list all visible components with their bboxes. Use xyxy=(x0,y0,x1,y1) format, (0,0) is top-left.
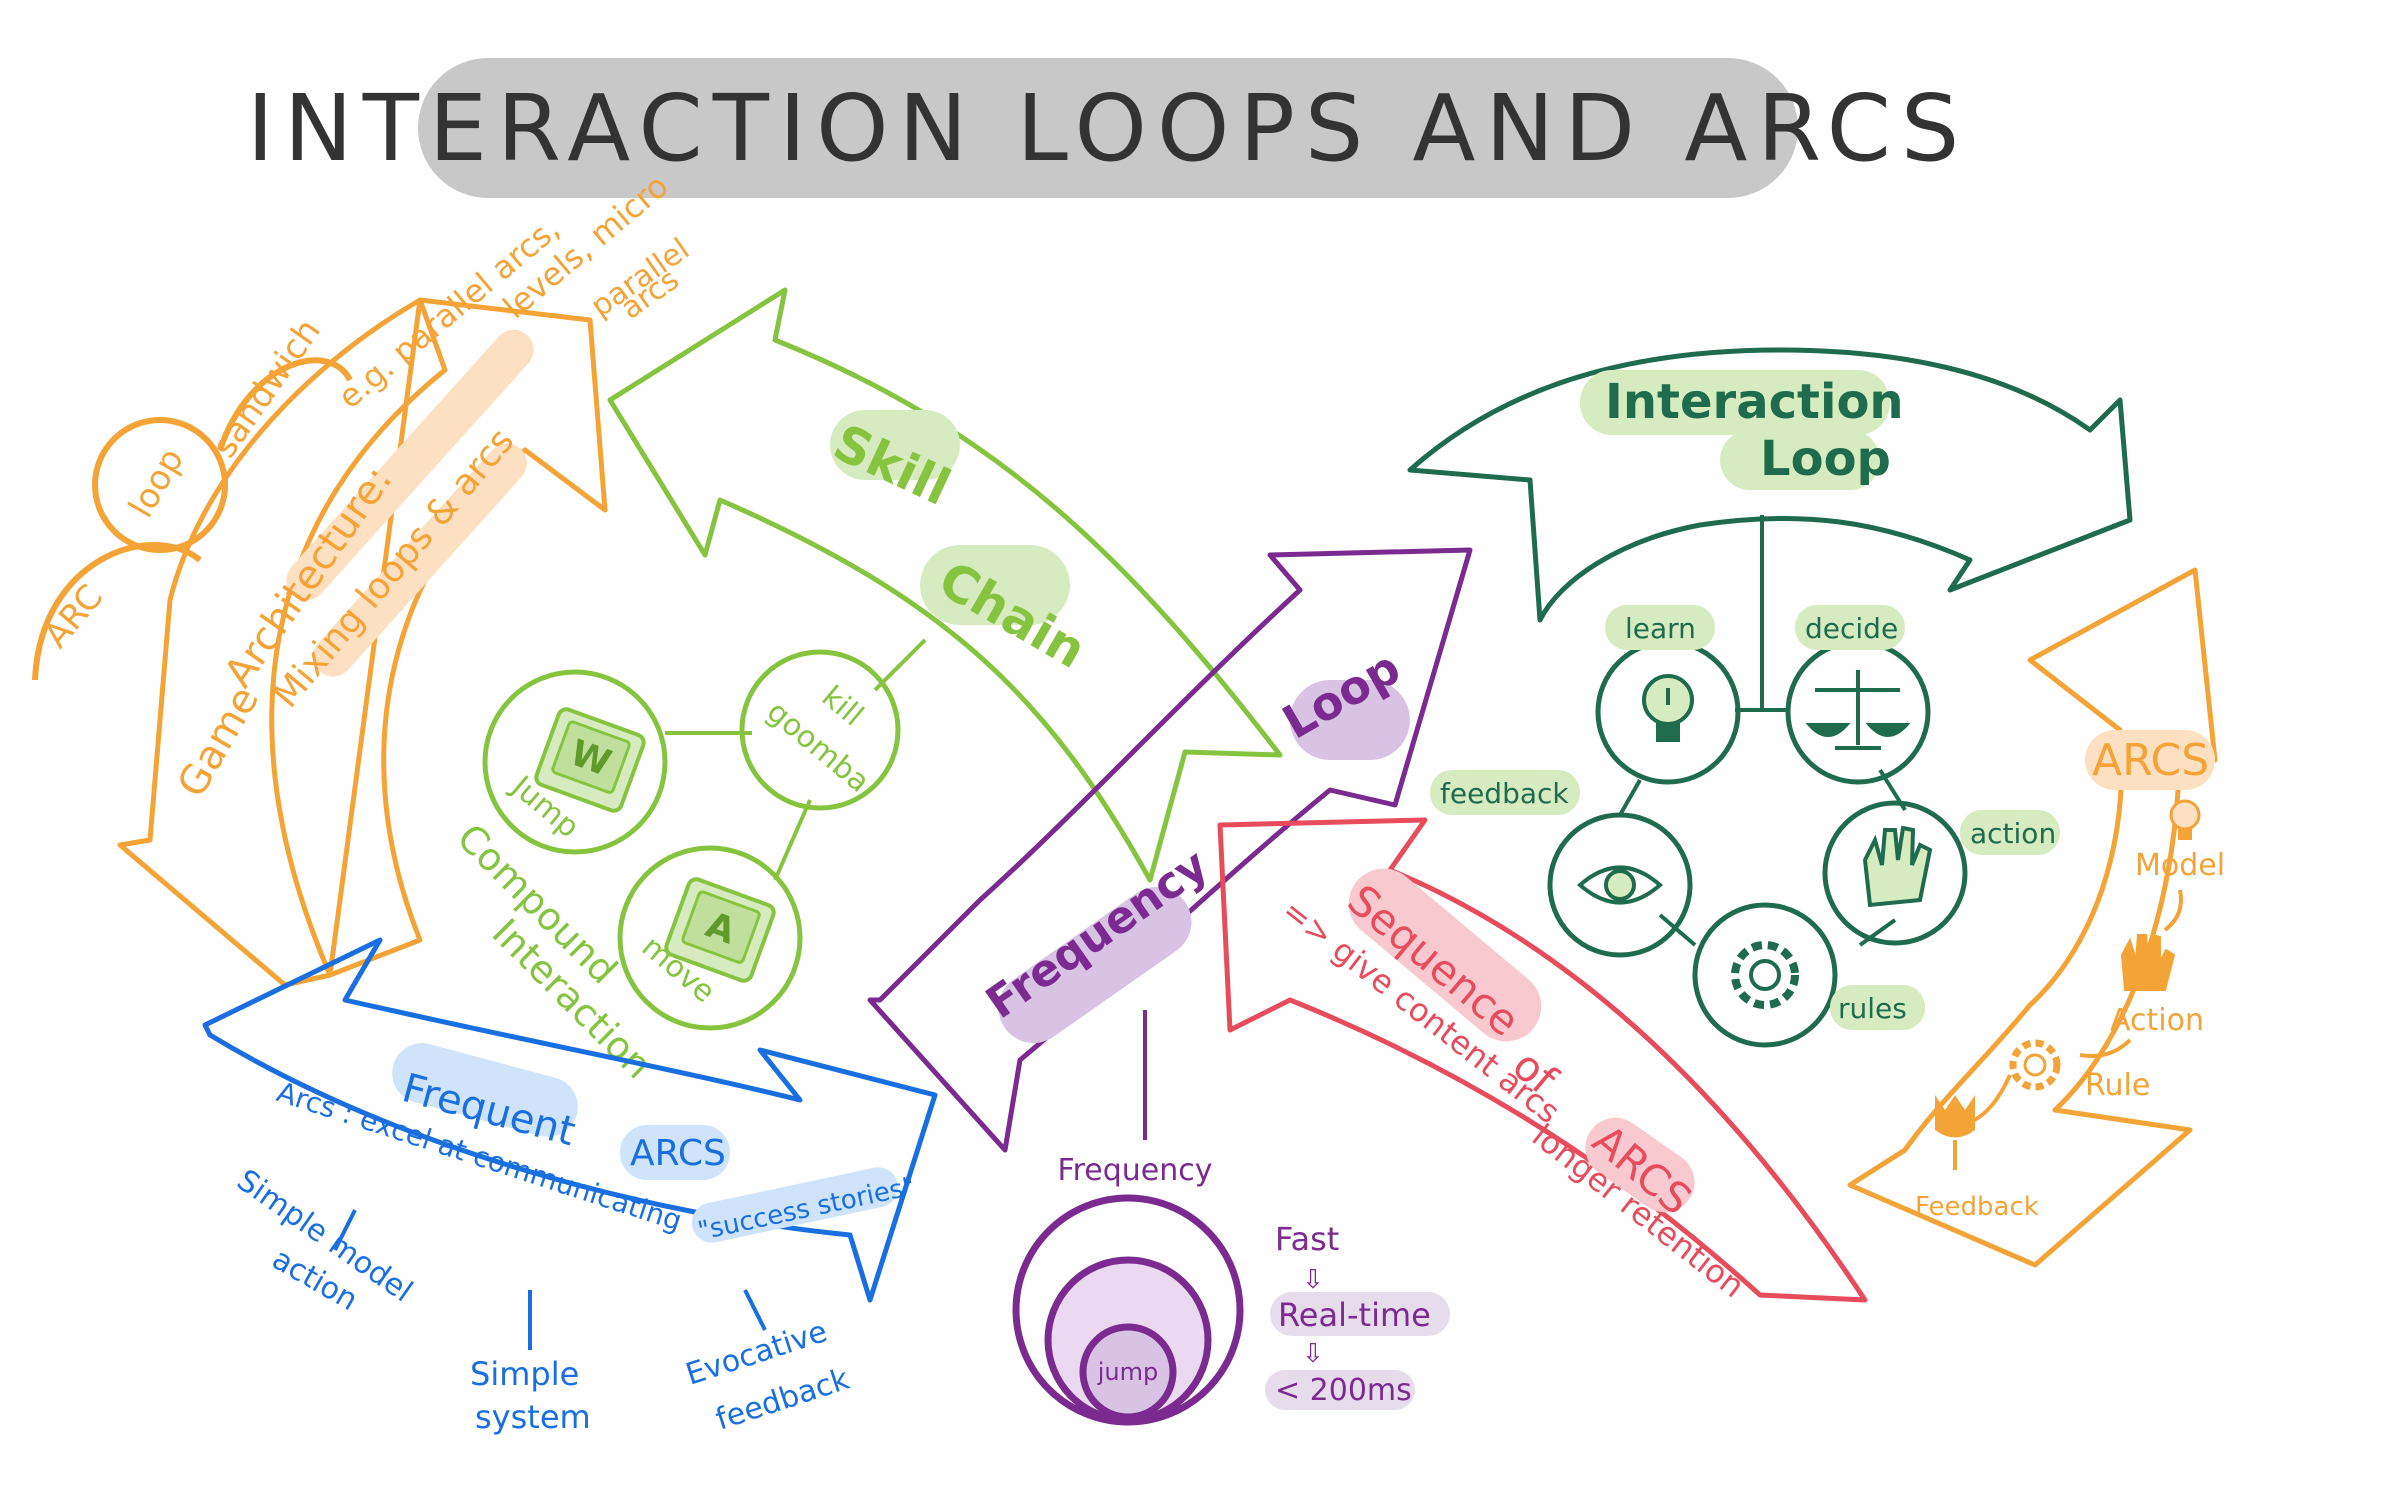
arc-label: ARC xyxy=(36,577,111,656)
evocative-stem xyxy=(743,1289,767,1331)
sequence-arrow xyxy=(1217,817,1868,1303)
skill-chain-group: Skill Chain W A Jump kill goomba move Co… xyxy=(449,287,1283,1087)
tulip-icon xyxy=(1935,1095,1975,1170)
model-action-curve xyxy=(2163,889,2183,932)
orange-highlight-1 xyxy=(286,329,534,601)
arcs-blue-label: ARCS xyxy=(630,1133,726,1174)
action-node xyxy=(1822,800,1968,946)
arcs-group: ARCS Model Action Rule Feedback xyxy=(1847,567,2225,1268)
arcs-red-highlight xyxy=(1585,1117,1695,1213)
rules-highlight xyxy=(1830,985,1925,1030)
title-background xyxy=(418,58,1798,198)
arrow-down-1: ⇩ xyxy=(1302,1265,1324,1295)
kill-goomba-node xyxy=(739,649,901,811)
loop-circle xyxy=(92,417,228,553)
a-key-icon: A xyxy=(664,877,776,983)
interaction-loop-group: Interaction Loop xyxy=(1407,347,2133,1048)
arcs-bulb-icon xyxy=(2169,799,2201,840)
loop-highlight xyxy=(1290,680,1410,760)
simple-system-label: Simple xyxy=(470,1355,579,1393)
arrow-down-2: ⇩ xyxy=(1302,1339,1324,1369)
frequent-highlight xyxy=(392,1043,578,1137)
page-title: INTERACTION LOOPS AND ARCS xyxy=(247,75,1970,182)
feedback-node xyxy=(1547,812,1693,958)
ms-highlight xyxy=(1265,1370,1415,1410)
orange-highlight-2 xyxy=(313,443,527,677)
eye-icon xyxy=(1576,865,1664,905)
sandwich-curve xyxy=(217,357,353,451)
action-highlight xyxy=(1960,810,2060,855)
frequent-arrow xyxy=(202,937,938,1303)
interaction-loop-arrow xyxy=(1407,347,2133,623)
jump-node xyxy=(482,669,668,855)
decide-label: decide xyxy=(1805,612,1898,645)
feedback-label: Feedback xyxy=(1915,1192,2039,1222)
hand-icon xyxy=(1862,825,1933,908)
arcs-gear-icon xyxy=(2009,1039,2061,1091)
simple-system-word: system xyxy=(475,1398,591,1436)
action-rules-link xyxy=(1858,918,1897,947)
action-label: Action xyxy=(2110,1003,2204,1038)
arcs-hand-icon xyxy=(2120,933,2176,991)
arcs-label: ARCS xyxy=(2092,735,2209,786)
feedback-highlight xyxy=(1430,770,1580,815)
loop-label: loop xyxy=(121,442,192,525)
learn-highlight xyxy=(1605,605,1715,650)
model-label: Model xyxy=(2135,848,2225,883)
feedback-learn-link xyxy=(1618,779,1642,816)
frequency-inner-ring xyxy=(1079,1323,1177,1421)
loop2-highlight xyxy=(1720,430,1880,490)
arcs-blue-highlight xyxy=(620,1125,730,1180)
success-highlight xyxy=(691,1167,899,1243)
sequence-highlight xyxy=(1348,868,1542,1042)
scales-icon xyxy=(1805,670,1911,750)
action-label: action xyxy=(1970,817,2056,850)
chain-highlight xyxy=(920,545,1070,625)
fast-label: Fast xyxy=(1275,1220,1339,1258)
kill-label: kill xyxy=(815,679,870,733)
rule-label: Rule xyxy=(2085,1068,2150,1103)
move-node xyxy=(617,845,803,1031)
interaction-highlight xyxy=(1580,370,1890,435)
w-key-icon: W xyxy=(534,707,646,813)
sandwich-label: sandwich xyxy=(205,312,329,465)
ms-label: < 200ms xyxy=(1275,1373,1412,1408)
arcs-arrow xyxy=(1847,567,2218,1268)
rules-feedback-link xyxy=(1658,913,1697,947)
simple-model-stem xyxy=(333,1209,357,1251)
realtime-highlight xyxy=(1270,1292,1450,1336)
interaction-label: Interaction xyxy=(1605,374,1904,430)
decide-highlight xyxy=(1795,605,1905,650)
skill-highlight xyxy=(830,410,960,480)
learn-label: learn xyxy=(1625,612,1696,645)
lightbulb-icon xyxy=(1642,674,1694,742)
realtime-label: Real-time xyxy=(1278,1296,1431,1334)
title-group: INTERACTION LOOPS AND ARCS xyxy=(247,58,1970,198)
loop2-label: Loop xyxy=(1760,431,1891,487)
link-kill-move xyxy=(773,799,812,881)
arcs-highlight xyxy=(2085,730,2215,790)
frequency-small-label: Frequency xyxy=(1058,1153,1213,1188)
frequency-highlight xyxy=(998,886,1192,1044)
gear-icon xyxy=(1731,941,1799,1009)
action-rule-curve xyxy=(2079,1038,2132,1058)
orange-arc-group: ARC loop sandwich e.g. parallel arcs, le… xyxy=(32,167,696,988)
rules-label: rules xyxy=(1838,992,1907,1025)
orange-arc-arrowhead xyxy=(117,297,423,988)
rules-node xyxy=(1692,902,1838,1048)
feedback-label: feedback xyxy=(1440,777,1569,810)
game-label: Game xyxy=(169,679,268,805)
jump-center-label: jump xyxy=(1097,1358,1159,1386)
